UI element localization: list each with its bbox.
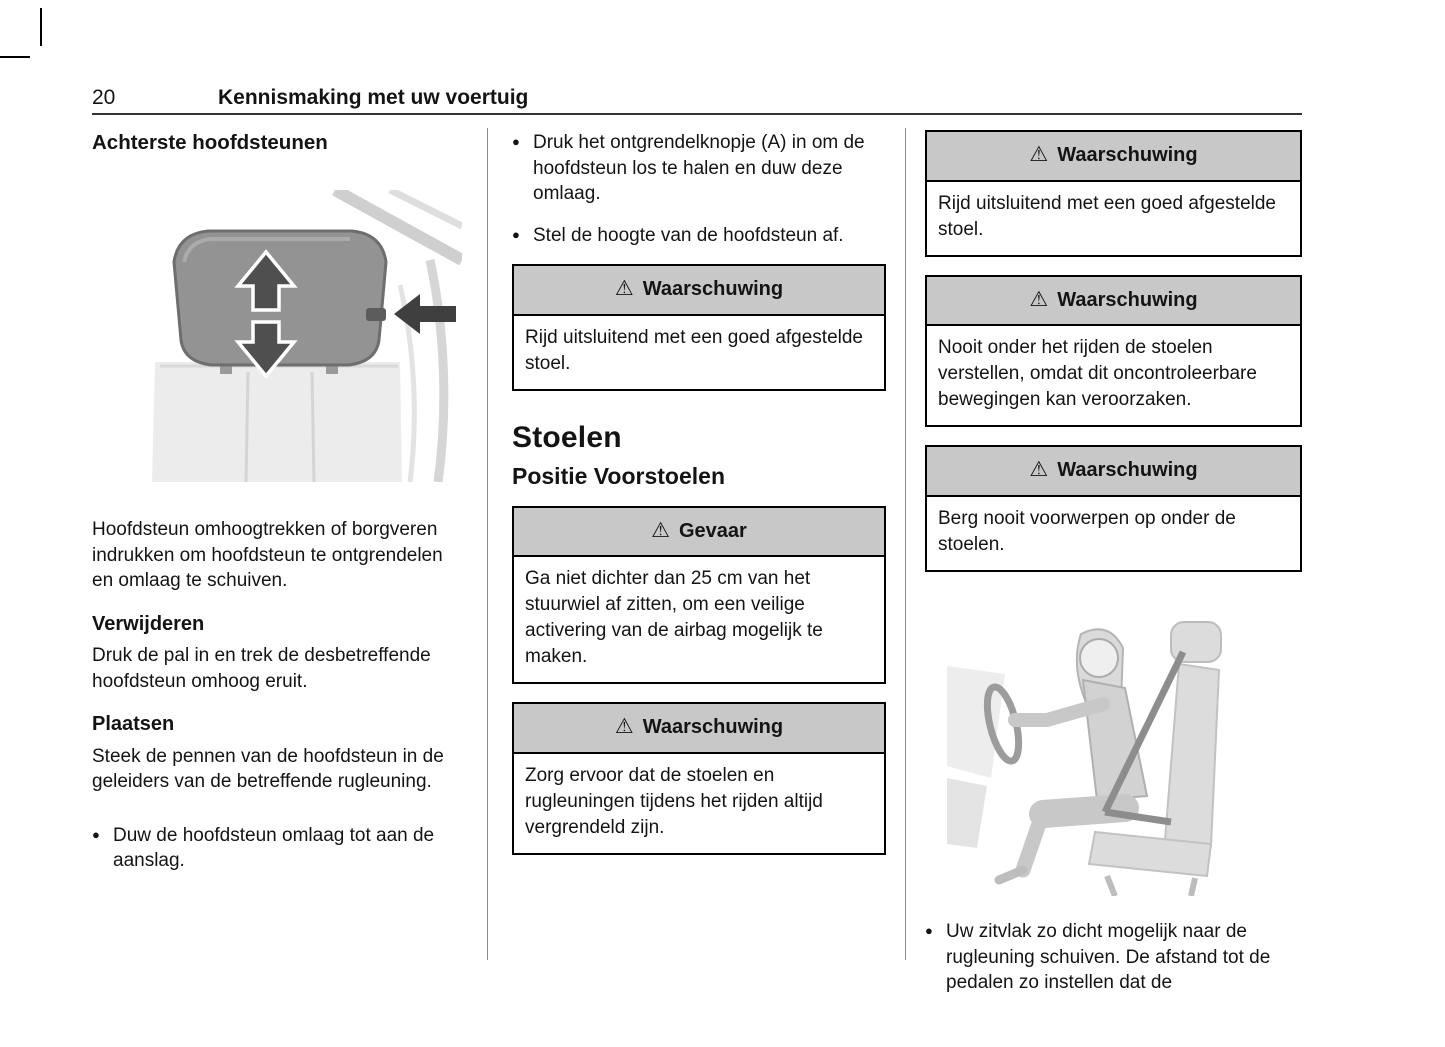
warning-title: Waarschuwing: [642, 716, 784, 738]
paragraph: Hoofdsteun omhoogtrekken of borgveren in…: [92, 519, 443, 591]
warning-body: Nooit onder het rijden de stoelen verste…: [938, 337, 1257, 410]
sub-heading: Plaatsen: [92, 713, 175, 735]
seat-position-illustration: [947, 607, 1283, 897]
column-middle: Druk het ontgrendelknopje (A) in om de h…: [512, 129, 886, 873]
warning-box: ⚠ Waarschuwing Rijd uitsluitend met een g…: [512, 264, 886, 391]
warning-box-header: ⚠ Waarschuwing: [927, 276, 1300, 326]
list-item: Uw zitvlak zo dicht mogelijk naar de rug…: [925, 918, 1302, 996]
section-heading: Stoelen: [512, 420, 622, 454]
warning-box: ⚠ Waarschuwing Zorg ervoor dat de stoelen…: [512, 702, 886, 855]
paragraph: Druk de pal in en trek de desbetreffende…: [92, 645, 431, 692]
sub-heading: Verwijderen: [92, 612, 205, 635]
column-left: Achterste hoofdsteunen Hoofdsteun omhoog…: [92, 130, 465, 890]
column-divider: [487, 128, 488, 960]
warning-body: Rijd uitsluitend met een goed afgestelde…: [938, 192, 1277, 240]
warning-icon: ⚠: [651, 518, 670, 542]
list-item: Duw de hoofdsteun omlaag tot aan de aans…: [92, 822, 465, 874]
paragraph: Steek de pennen van de hoofdsteun in de …: [92, 745, 444, 793]
list-item: Stel de hoogte van de hoofdsteun af.: [512, 222, 886, 249]
danger-box: ⚠ Gevaar Ga niet dichter dan 25 cm van he…: [512, 505, 886, 684]
warning-icon: ⚠: [614, 715, 634, 738]
warning-box: ⚠ Waarschuwing Nooit onder het rijden de …: [925, 274, 1302, 427]
page-title: Kennismaking met uw voertuig: [218, 86, 529, 109]
warning-box: ⚠ Waarschuwing Berg nooit voorwerpen op o…: [925, 445, 1302, 572]
header-rule: [92, 113, 1302, 115]
danger-body: Ga niet dichter dan 25 cm van het stuurw…: [525, 568, 823, 667]
warning-box: ⚠ Waarschuwing Rijd uitsluitend met een g…: [925, 130, 1302, 257]
column-divider: [905, 128, 906, 960]
page-number: 20: [92, 86, 116, 109]
warning-body: Zorg ervoor dat de stoelen en rugleuning…: [525, 764, 823, 838]
warning-body: Berg nooit voorwerpen op onder de stoele…: [938, 507, 1236, 555]
sub-section-heading: Positie Voorstoelen: [512, 463, 726, 489]
warning-title: Waarschuwing: [1057, 459, 1198, 481]
warning-box-header: ⚠ Waarschuwing: [514, 266, 884, 316]
headrest-illustration: [100, 184, 465, 483]
danger-box-header: ⚠ Gevaar: [514, 507, 884, 557]
warning-title: Waarschuwing: [1057, 144, 1198, 166]
warning-title: Waarschuwing: [1057, 288, 1198, 311]
warning-icon: ⚠: [1029, 287, 1049, 311]
warning-box-header: ⚠ Waarschuwing: [927, 132, 1300, 182]
warning-title: Waarschuwing: [642, 278, 784, 300]
list-item: Druk het ontgrendelknopje (A) in om de h…: [512, 129, 886, 207]
warning-box-header: ⚠ Waarschuwing: [927, 447, 1300, 497]
warning-body: Rijd uitsluitend met een goed afgestelde…: [525, 326, 864, 374]
crop-mark-horizontal: [0, 56, 30, 58]
danger-title: Gevaar: [678, 519, 747, 542]
crop-mark-vertical: [40, 8, 42, 46]
warning-icon: ⚠: [1029, 458, 1049, 481]
warning-icon: ⚠: [1029, 143, 1049, 166]
warning-icon: ⚠: [614, 277, 634, 300]
section-heading: Achterste hoofdsteunen: [92, 131, 328, 154]
warning-box-header: ⚠ Waarschuwing: [514, 704, 884, 754]
column-right: ⚠ Waarschuwing Rijd uitsluitend met een g…: [925, 130, 1302, 1012]
